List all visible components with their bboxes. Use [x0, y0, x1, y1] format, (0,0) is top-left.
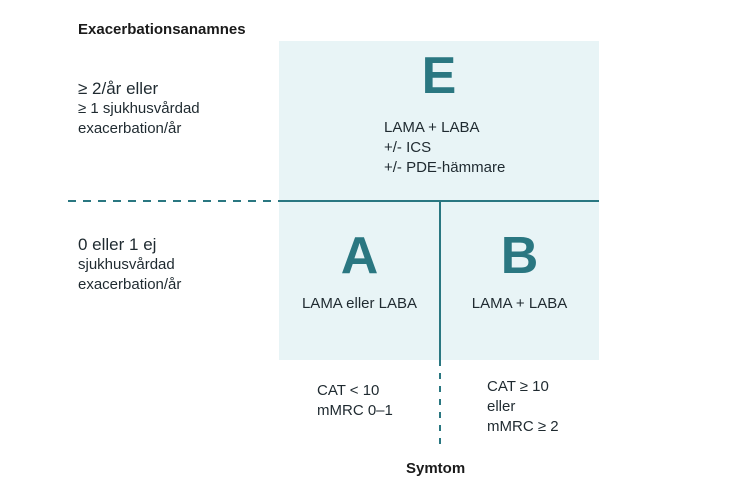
y-axis-heading: Exacerbationsanamnes	[78, 21, 246, 38]
row-label-upper-line: ≥ 2/år eller	[78, 79, 159, 98]
column-label-line: CAT ≥ 10	[487, 378, 549, 395]
row-label-upper-line: exacerbation/år	[78, 120, 182, 137]
treatment-line: +/- ICS	[384, 139, 432, 156]
group-b-treatment: LAMA + LABA	[440, 294, 599, 314]
group-e-box	[279, 41, 599, 201]
row-label-lower-line: sjukhusvårdad	[78, 256, 175, 273]
group-e-letter: E	[421, 47, 457, 105]
group-a-treatment: LAMA eller LABA	[279, 294, 440, 314]
row-label-lower-line: 0 eller 1 ej	[78, 235, 157, 254]
column-label-left: CAT < 10 mMRC 0–1	[317, 381, 393, 421]
row-label-lower: 0 eller 1 ej sjukhusvårdad exacerbation/…	[78, 235, 181, 295]
row-label-lower-line: exacerbation/år	[78, 276, 182, 293]
row-label-upper-line: ≥ 1 sjukhusvårdad	[78, 100, 200, 117]
row-label-upper: ≥ 2/år eller ≥ 1 sjukhusvårdad exacerbat…	[78, 79, 200, 139]
group-b-letter: B	[500, 227, 539, 285]
group-a-letter: A	[340, 227, 379, 285]
group-b-box	[440, 201, 599, 360]
treatment-line: LAMA + LABA	[471, 295, 568, 312]
x-axis-heading: Symtom	[406, 460, 466, 477]
treatment-line: LAMA eller LABA	[301, 295, 418, 312]
group-e-treatment: LAMA + LABA +/- ICS +/- PDE-hämmare	[384, 118, 505, 178]
column-label-line: mMRC ≥ 2	[487, 418, 559, 435]
column-label-line: eller	[487, 398, 516, 415]
treatment-line: +/- PDE-hämmare	[384, 159, 506, 176]
treatment-line: LAMA + LABA	[384, 119, 480, 136]
column-label-line: CAT < 10	[317, 382, 380, 399]
group-a-box	[279, 201, 440, 360]
column-label-right: CAT ≥ 10 eller mMRC ≥ 2	[487, 377, 559, 437]
column-label-line: mMRC 0–1	[317, 402, 393, 419]
